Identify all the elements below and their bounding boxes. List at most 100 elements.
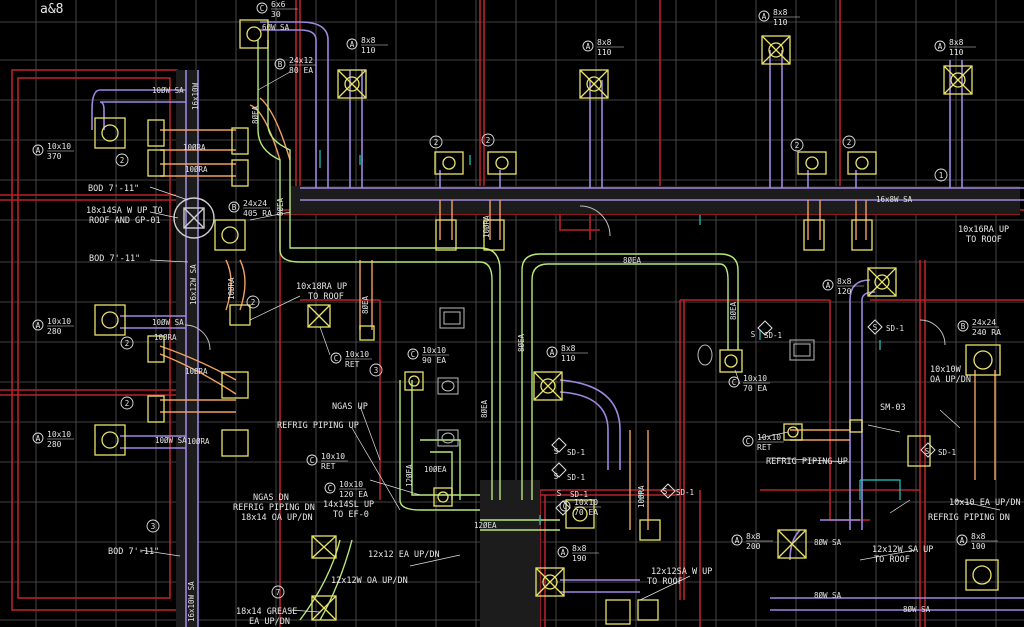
- tag-size: 10x10: [345, 350, 369, 359]
- tag-letter: A: [561, 548, 566, 557]
- plan-note: REFRIG PIPING UP: [766, 457, 848, 467]
- duct-size-label: 12ØEA: [474, 521, 497, 530]
- tag-cfm: 370: [47, 152, 62, 161]
- sheet-note-circle: [271, 585, 285, 599]
- sheet-note-circle: [115, 153, 129, 167]
- duct-size-label: 8ØEA: [517, 333, 526, 352]
- tag-letter: A: [960, 536, 965, 545]
- tag-letter-circle: [256, 2, 268, 14]
- plan-note: REFRIG PIPING DN: [928, 513, 1010, 523]
- piping: [319, 150, 901, 525]
- corner-label: a&8: [40, 2, 63, 17]
- tag-size: 8x8: [773, 8, 788, 17]
- plan-note: 12x12W SA UP: [872, 545, 933, 555]
- fixtures-and-equipment: [94, 19, 1001, 625]
- plan-note: 14x14SL UP: [323, 500, 374, 510]
- sd-diamond-letter: S: [751, 330, 756, 339]
- tag-letter: A: [938, 42, 943, 51]
- duct-size-label: 8ØW SA: [814, 591, 842, 600]
- tag-letter-circle: [742, 435, 754, 447]
- tag-letter-circle: [407, 348, 419, 360]
- tag-cfm: 120: [837, 287, 852, 296]
- sheet-note-number: 7: [276, 588, 281, 597]
- tag-letter-circle: [559, 500, 571, 512]
- sheet-note-circle: [481, 133, 495, 147]
- duct-size-label: 16x8W SA: [876, 195, 913, 204]
- smoke-damper-label: SD-1: [938, 448, 956, 457]
- tag-cfm: 110: [773, 18, 788, 27]
- tag-cfm: 90 EA: [422, 356, 446, 365]
- sheet-note-number: 2: [125, 339, 130, 348]
- plan-note: EA UP/DN: [249, 617, 290, 627]
- tag-size: 10x10: [757, 433, 781, 442]
- duct-size-label: 10ØRA: [482, 215, 491, 238]
- tag-cfm: 70 EA: [574, 508, 598, 517]
- sheet-note-circle: [246, 295, 260, 309]
- plan-note: NGAS DN: [253, 493, 289, 503]
- tag-letter-circle: [32, 319, 44, 331]
- tag-letter-circle: [822, 279, 834, 291]
- duct-size-label: 10ØW SA: [155, 436, 187, 445]
- tag-letter-circle: [956, 534, 968, 546]
- duct-size-label: 8ØEA: [623, 256, 642, 265]
- leader-lines: [139, 71, 1001, 613]
- tag-letter: C: [411, 350, 416, 359]
- tag-cfm: RET: [345, 360, 360, 369]
- tag-letter: C: [563, 502, 568, 511]
- tag-letter-circle: [330, 352, 342, 364]
- tag-cfm: 280: [47, 440, 62, 449]
- plan-note: TO ROOF: [874, 555, 910, 565]
- exhaust-ductwork: [257, 40, 739, 621]
- sd-diamond-letter: S: [554, 472, 559, 481]
- tag-letter: B: [232, 203, 237, 212]
- tag-letter-circle: [758, 10, 770, 22]
- tag-size: 6x6: [271, 0, 286, 9]
- plan-note: BOD 7'-11": [89, 254, 140, 264]
- plan-note: 12x12SA W UP: [651, 567, 712, 577]
- tag-letter-circle: [957, 320, 969, 332]
- sheet-note-number: 2: [847, 138, 852, 147]
- tag-letter: A: [36, 146, 41, 155]
- sheet-note-circle: [842, 135, 856, 149]
- tag-letter: B: [961, 322, 966, 331]
- tag-size: 8x8: [597, 38, 612, 47]
- tag-cfm: 120 EA: [339, 490, 368, 499]
- duct-size-label: 10ØRA: [154, 333, 177, 342]
- tag-letter-circle: [228, 201, 240, 213]
- sheet-note-circle: [146, 519, 160, 533]
- plan-note: TO ROOF: [647, 577, 683, 587]
- duct-size-label: 8ØEA: [251, 105, 260, 124]
- plan-note: OA UP/DN: [930, 375, 971, 385]
- tag-letter: A: [550, 348, 555, 357]
- tag-letter: A: [762, 12, 767, 21]
- duct-size-label: 8ØEA: [480, 399, 489, 418]
- tag-letter: A: [36, 321, 41, 330]
- duct-size-label: 10ØRA: [187, 437, 210, 446]
- sheet-note-circle: [120, 336, 134, 350]
- tag-letter: A: [36, 434, 41, 443]
- plan-note: BOD 7'-11": [88, 184, 139, 194]
- tag-letter: A: [350, 40, 355, 49]
- tag-cfm: 70 EA: [743, 384, 767, 393]
- tag-letter: A: [826, 281, 831, 290]
- duct-size-label: 10ØW SA: [152, 86, 184, 95]
- plan-note: TO EF-0: [333, 510, 369, 520]
- plan-note: 10x18RA UP: [296, 282, 347, 292]
- tag-cfm: 110: [361, 46, 376, 55]
- duct-size-label: 6ØW SA: [262, 23, 290, 32]
- duct-size-label: 10ØRA: [227, 277, 236, 300]
- sheet-note-number: 2: [434, 138, 439, 147]
- tag-size: 10x10: [422, 346, 446, 355]
- plan-note: 12x12 EA UP/DN: [368, 550, 440, 560]
- tag-cfm: 30: [271, 10, 281, 19]
- sd-diamond-letter: S: [925, 447, 930, 456]
